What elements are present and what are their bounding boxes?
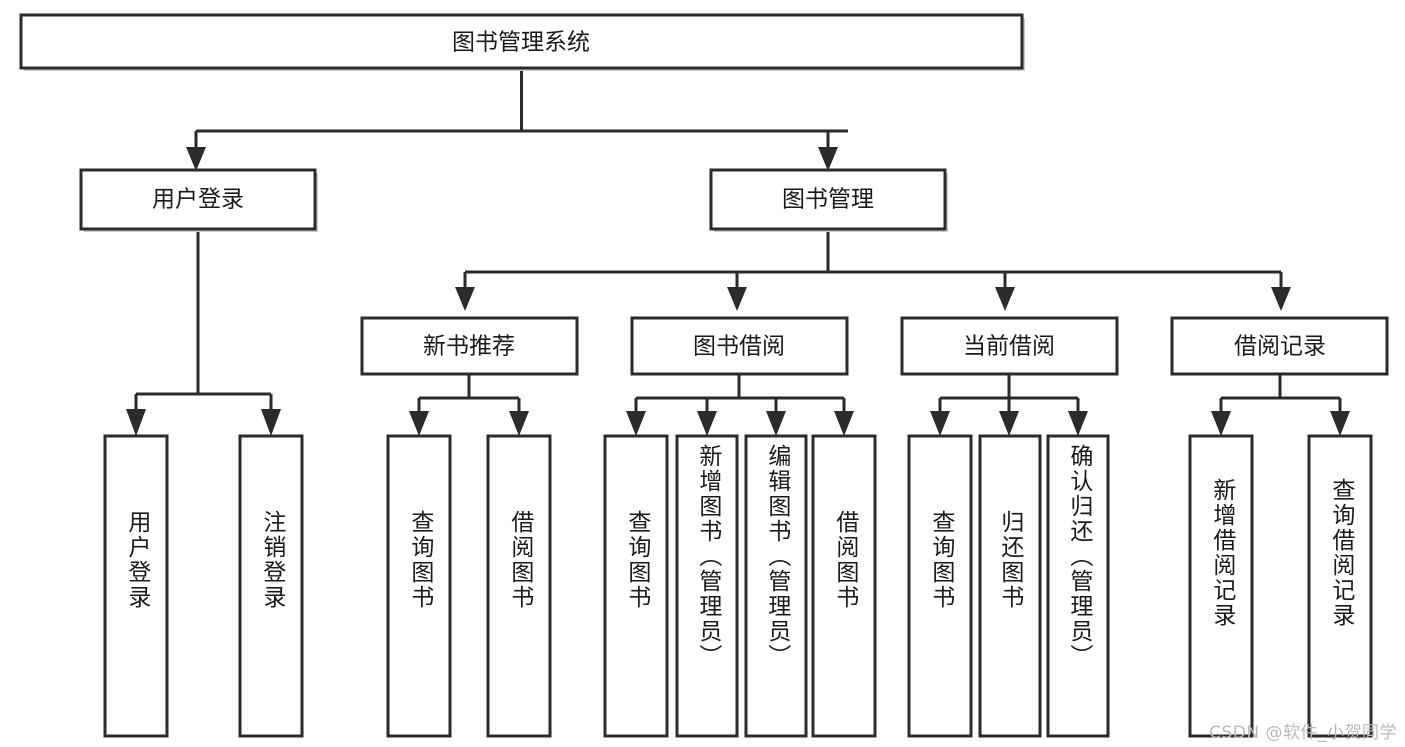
leaf-box-edit-book[interactable] (744, 434, 808, 738)
csdn-watermark: CSDN @软件_小贺同学 (1209, 723, 1397, 743)
node-borrow-record[interactable]: 借阅记录 (1170, 316, 1389, 376)
connector-newbook-to-leaves (409, 374, 529, 436)
connector-currentborrow-to-leaves (930, 374, 1088, 436)
connector-bookmgmt-to-level2 (455, 232, 1291, 311)
node-root-label: 图书管理系统 (452, 30, 590, 56)
node-book-borrow[interactable]: 图书借阅 (630, 316, 849, 376)
leaf-box-user-login[interactable] (103, 434, 169, 738)
leaf-box-logout[interactable] (238, 434, 304, 738)
leaf-box-query-book-3[interactable] (907, 434, 973, 738)
node-book-borrow-label: 图书借阅 (693, 334, 785, 360)
node-book-management-label: 图书管理 (782, 187, 874, 213)
leaf-box-add-book[interactable] (675, 434, 739, 738)
leaf-box-borrow-book-2[interactable] (811, 434, 877, 738)
leaf-box-confirm-return[interactable] (1046, 434, 1110, 738)
node-borrow-record-label: 借阅记录 (1234, 334, 1326, 360)
leaf-box-return-book[interactable] (978, 434, 1042, 738)
node-new-book-recommend[interactable]: 新书推荐 (360, 316, 579, 376)
node-new-book-recommend-label: 新书推荐 (423, 334, 515, 360)
leaf-box-query-record[interactable] (1307, 434, 1373, 738)
node-current-borrow-label: 当前借阅 (963, 334, 1055, 360)
node-root[interactable]: 图书管理系统 (19, 13, 1025, 71)
connector-userlogin-to-leaves (126, 232, 281, 436)
leaf-box-query-book-2[interactable] (603, 434, 669, 738)
leaf-box-query-book-1[interactable] (386, 434, 452, 738)
node-current-borrow[interactable]: 当前借阅 (900, 316, 1119, 376)
connector-bookborrow-to-leaves (626, 374, 854, 436)
node-user-login-label: 用户登录 (152, 187, 244, 213)
node-user-login[interactable]: 用户登录 (79, 168, 318, 232)
connector-root-to-level1 (186, 69, 848, 171)
leaf-boxes (103, 434, 1373, 738)
leaf-box-add-record[interactable] (1188, 434, 1254, 738)
connector-borrowrecord-to-leaves (1211, 374, 1350, 436)
leaf-box-borrow-book-1[interactable] (486, 434, 552, 738)
node-book-management[interactable]: 图书管理 (709, 168, 948, 232)
